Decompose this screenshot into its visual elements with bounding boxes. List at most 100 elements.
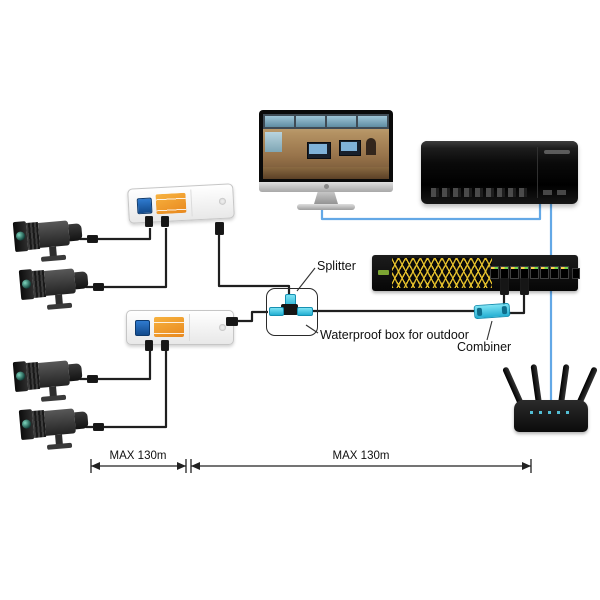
nvr-port-strip bbox=[431, 188, 527, 197]
wifi-router bbox=[501, 358, 599, 432]
splitter-port-left bbox=[269, 307, 284, 316]
monitor-stand bbox=[314, 192, 338, 204]
desk-monitor-screen bbox=[341, 142, 357, 151]
dimension-arrowheads bbox=[91, 462, 531, 470]
cable-combiner-switchport2 bbox=[507, 291, 526, 315]
nvr-top-edge bbox=[421, 141, 578, 149]
camera-3 bbox=[12, 358, 94, 404]
cable-camera2-extender1 bbox=[86, 228, 168, 289]
video-wall-strip bbox=[263, 114, 389, 129]
distance-label-right: MAX 130m bbox=[332, 450, 390, 462]
arrowhead bbox=[177, 462, 186, 470]
camera-1-body bbox=[12, 215, 88, 262]
rj45-connector bbox=[520, 278, 529, 295]
cable-camera4-extender2 bbox=[86, 350, 168, 429]
nvr-brand-mark bbox=[544, 150, 570, 154]
rj45-connector bbox=[87, 375, 98, 383]
switch-port-row bbox=[490, 266, 569, 279]
camera-mount-foot bbox=[46, 442, 73, 450]
camera-rear-cap bbox=[74, 271, 89, 290]
ethernet-port bbox=[530, 266, 539, 279]
camera-rear-cap bbox=[68, 223, 83, 242]
camera-1 bbox=[12, 215, 94, 264]
rj45-connector bbox=[161, 340, 169, 351]
rj45-connector bbox=[145, 340, 153, 351]
rj45-connector bbox=[93, 283, 104, 291]
splitter-body bbox=[281, 304, 298, 315]
splitter-port-right bbox=[297, 307, 313, 316]
cable-extender1-splitter bbox=[217, 233, 291, 300]
operator-figure bbox=[366, 138, 376, 155]
camera-rear-cap bbox=[74, 411, 89, 430]
switch-vent-mesh bbox=[392, 258, 492, 288]
waterproof-box-label: Waterproof box for outdoor bbox=[320, 328, 469, 342]
ethernet-port bbox=[560, 266, 569, 279]
room-window bbox=[265, 132, 282, 152]
poe-extender-1 bbox=[127, 183, 235, 224]
camera-4 bbox=[18, 403, 100, 452]
router-led-row bbox=[530, 411, 570, 414]
ethernet-port bbox=[510, 266, 519, 279]
rj45-connector bbox=[161, 216, 169, 227]
monitor-logo-icon bbox=[323, 184, 329, 189]
extender-port bbox=[135, 320, 150, 336]
camera-housing bbox=[43, 268, 76, 296]
video-wall-cell bbox=[358, 116, 387, 127]
camera-mount-foot bbox=[46, 302, 73, 310]
poe-switch bbox=[372, 255, 580, 291]
desk bbox=[263, 167, 389, 179]
camera-2 bbox=[18, 263, 100, 312]
combiner-connector bbox=[473, 302, 511, 320]
distance-label-left: MAX 130m bbox=[109, 450, 167, 462]
combiner-end bbox=[476, 307, 483, 317]
monitor-bezel bbox=[259, 110, 393, 182]
monitor-chin bbox=[259, 182, 393, 192]
ethernet-port bbox=[550, 266, 559, 279]
camera-housing bbox=[43, 408, 76, 436]
camera-housing bbox=[37, 360, 70, 388]
arrowhead bbox=[191, 462, 200, 470]
rj45-connector bbox=[226, 317, 238, 326]
extender-seam bbox=[190, 189, 193, 217]
desk-monitor-screen bbox=[309, 144, 327, 154]
ethernet-port bbox=[490, 266, 499, 279]
extender-label-sticker bbox=[155, 192, 187, 215]
video-wall-cell bbox=[265, 116, 294, 127]
camera-mount-foot bbox=[40, 254, 67, 262]
cable-camera1-extender1 bbox=[80, 228, 152, 241]
ethernet-port bbox=[540, 266, 549, 279]
arrowhead bbox=[522, 462, 531, 470]
sfp-port bbox=[572, 268, 580, 279]
splitter-label: Splitter bbox=[317, 259, 356, 273]
switch-logo bbox=[378, 270, 389, 275]
extender-seam bbox=[189, 314, 190, 341]
camera-4-body bbox=[18, 403, 94, 450]
camera-rear-cap bbox=[68, 363, 83, 382]
rj45-connector bbox=[215, 222, 224, 235]
leader-combiner bbox=[486, 320, 493, 341]
rj45-connector bbox=[93, 423, 104, 431]
cable-extender2-splitter bbox=[237, 310, 268, 323]
rj45-connector bbox=[87, 235, 98, 243]
extender-port bbox=[136, 197, 153, 215]
camera-mount-foot bbox=[40, 394, 67, 402]
combiner-end bbox=[501, 305, 508, 315]
cable-camera3-extender2 bbox=[80, 350, 152, 381]
nvr-usb-ports bbox=[557, 190, 566, 195]
monitor bbox=[259, 110, 393, 210]
monitor-foot bbox=[297, 204, 355, 210]
nvr-panel-seam bbox=[537, 147, 538, 198]
router-body bbox=[514, 400, 588, 432]
video-wall-cell bbox=[327, 116, 356, 127]
extender-screw bbox=[218, 197, 227, 206]
arrowhead bbox=[91, 462, 100, 470]
black-cables bbox=[80, 228, 526, 429]
router-antenna bbox=[530, 363, 542, 405]
extender-screw bbox=[219, 324, 226, 331]
rj45-connector bbox=[500, 278, 509, 295]
router-antenna bbox=[558, 363, 570, 405]
camera-2-body bbox=[18, 263, 94, 310]
monitor-screen-cctv-view bbox=[263, 114, 389, 179]
